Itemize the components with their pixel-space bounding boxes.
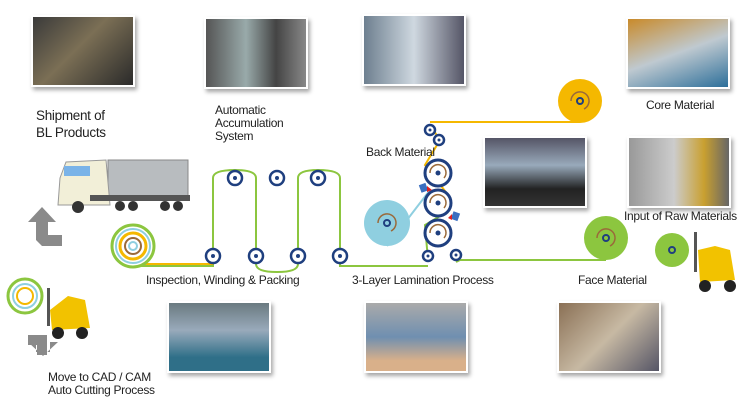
label-cutting: Move to CAD / CAM Auto Cutting Process [48, 371, 155, 397]
label-core-material: Core Material [646, 98, 715, 112]
label-line: Accumulation [215, 116, 284, 130]
label-inspection: Inspection, Winding & Packing [146, 273, 300, 287]
back-material-roll-icon [364, 200, 410, 246]
photo-core-material [626, 17, 730, 89]
rollers [204, 123, 463, 265]
photo-lamination-machine [483, 136, 587, 208]
arrow-up-icon [28, 207, 62, 246]
label-line: Shipment of [36, 108, 105, 123]
label-line: Auto Cutting Process [48, 383, 155, 397]
finished-roll-icon [110, 223, 156, 269]
photo-face-material [557, 301, 661, 373]
photo-inspection [167, 301, 271, 373]
label-shipment: Shipment of BL Products [36, 107, 106, 141]
photo-shipment [31, 15, 135, 87]
label-line: BL Products [36, 125, 106, 140]
forklift-icon [655, 232, 736, 292]
label-back-material: Back Material [366, 145, 435, 159]
lamination-rollers [418, 158, 461, 248]
label-face-material: Face Material [578, 273, 647, 287]
photo-back-material [362, 14, 466, 86]
photo-raw-materials [627, 136, 731, 208]
label-line: Automatic [215, 103, 266, 117]
label-line: System [215, 129, 254, 143]
photo-accumulation [204, 17, 308, 89]
label-line: Move to CAD / CAM [48, 370, 151, 384]
truck-icon [57, 159, 190, 213]
photo-lamination [364, 301, 468, 373]
face-material-roll-icon [584, 216, 628, 260]
forklift-left-icon [6, 277, 90, 339]
core-material-roll-icon [558, 79, 602, 123]
label-lamination: 3-Layer Lamination Process [352, 273, 494, 287]
label-accumulation: Automatic Accumulation System [215, 103, 284, 143]
label-raw-materials: Input of Raw Materials [624, 209, 737, 223]
